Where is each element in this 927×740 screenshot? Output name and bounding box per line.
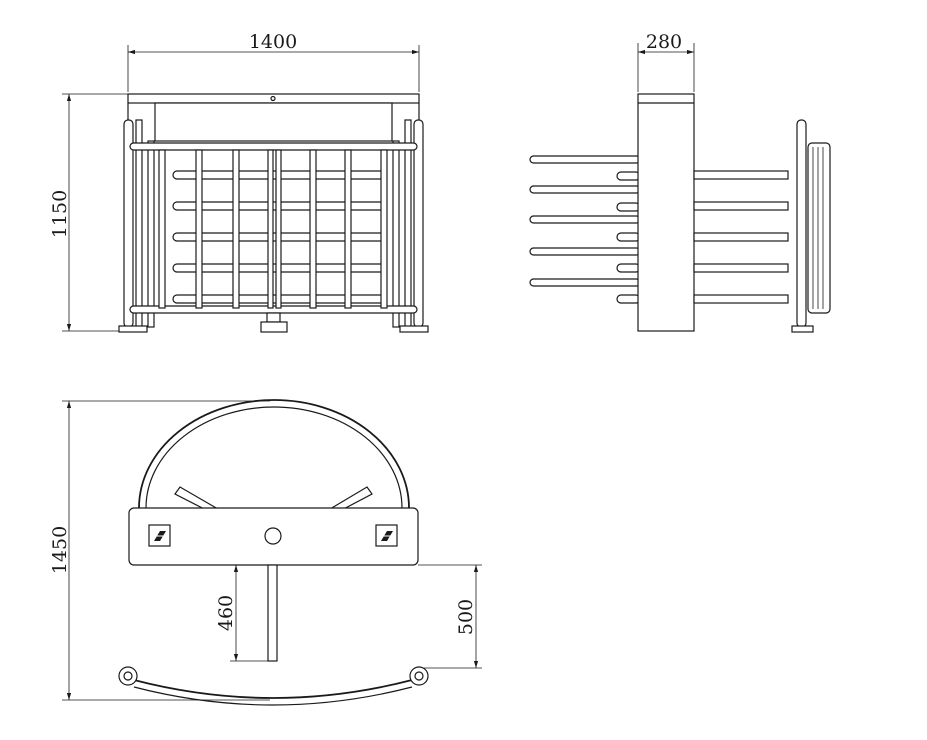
dim-front-width: 1400 [249, 31, 297, 53]
right-frame [392, 140, 400, 328]
right-post-inner [404, 119, 412, 328]
vertical-bars [158, 149, 388, 309]
bottom-curve-rail-inner [133, 686, 413, 706]
dimension-1150: 1150 [49, 93, 128, 332]
dimension-1450: 1450 [49, 400, 270, 701]
center-hub-icon [264, 527, 282, 545]
dim-top-depth: 1450 [49, 526, 71, 574]
dim-front-height: 1150 [49, 190, 71, 238]
top-view: 1450 460 [49, 399, 482, 706]
left-frame [147, 140, 155, 328]
side-view: 280 [529, 31, 831, 333]
end-post-right-icon [409, 666, 429, 686]
dim-side-width: 280 [646, 31, 682, 53]
dimension-1400: 1400 [127, 31, 420, 92]
side-post [796, 119, 807, 328]
side-arms-right [693, 170, 789, 304]
right-foot [399, 325, 429, 333]
left-post [123, 119, 134, 328]
dimension-460: 460 [215, 564, 268, 662]
guard-arc-outer [138, 399, 410, 509]
bottom-curve-rail [133, 679, 413, 699]
right-post [413, 119, 424, 328]
side-housing [637, 93, 695, 332]
dim-arm-offset: 500 [455, 599, 477, 635]
side-arms-left [529, 155, 641, 287]
down-arm [267, 564, 278, 662]
front-top-rail [129, 142, 418, 151]
card-reader-right-icon [375, 524, 398, 547]
top-housing [128, 507, 419, 566]
dimension-280: 280 [637, 31, 695, 92]
front-view: 1400 1150 [49, 31, 429, 333]
left-post-inner [135, 119, 143, 328]
dim-arm-length: 460 [215, 595, 237, 631]
top-screw-icon [270, 95, 276, 102]
center-foot [260, 321, 288, 333]
guard-arc-inner [145, 406, 403, 509]
left-foot [118, 325, 148, 333]
top-beam [154, 102, 393, 142]
side-foot [791, 325, 814, 333]
side-arm-ends [616, 171, 641, 304]
end-post-left-icon [118, 666, 138, 686]
top-cover [127, 93, 420, 104]
side-cage [807, 142, 831, 314]
dimension-500: 500 [418, 564, 482, 669]
card-reader-left-icon [148, 524, 171, 547]
center-shaft [266, 312, 281, 323]
